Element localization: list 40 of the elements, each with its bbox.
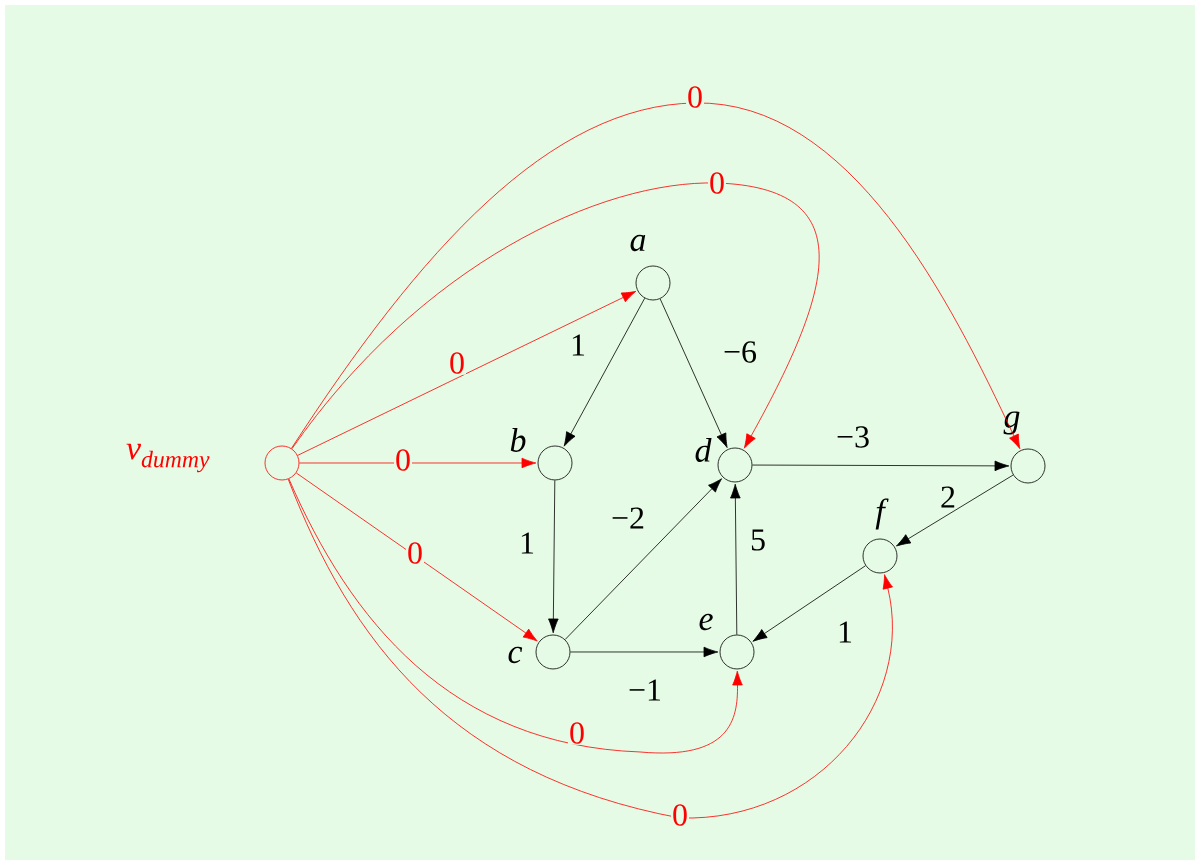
arrow [291,102,1021,449]
arrow [563,297,646,447]
edge-label: 0 [671,803,689,827]
edge-label: −6 [722,340,758,364]
arrow [752,565,866,642]
edge-label: 0 [394,448,412,472]
node-label: v$_{dummy}$ [126,443,210,473]
edge-label: 1 [836,620,854,644]
arrow [730,483,741,635]
edge-label: 0 [406,541,424,565]
arrow [288,478,743,754]
node-label: f [875,498,889,530]
node-label: g [1003,411,1020,435]
arrow [896,474,1014,547]
arrow [659,298,728,448]
edge-label: 1 [569,333,587,357]
arrow [291,182,820,450]
arrow [752,460,1010,472]
edge-label: 0 [448,351,466,375]
arrow [297,290,637,456]
arrow [299,457,537,469]
node-label: a [630,234,646,252]
node-label: d [695,438,712,462]
edge-label: 0 [708,171,726,195]
edge-label: 0 [686,85,704,109]
edge-label: 5 [749,528,767,552]
node-label: b [510,428,526,452]
arrow [564,478,722,640]
edge-label: −3 [835,425,871,449]
arrow [287,478,893,819]
edge-label: 1 [518,531,536,555]
edge-label: 2 [939,485,957,509]
edge-label: −1 [627,678,663,702]
arrow [570,646,719,658]
arrow [548,480,559,634]
node-label: c [508,646,523,664]
node-label: e [699,613,713,631]
edge-label: 0 [568,721,586,745]
edge-label: −2 [610,506,646,530]
arrow [295,472,538,642]
